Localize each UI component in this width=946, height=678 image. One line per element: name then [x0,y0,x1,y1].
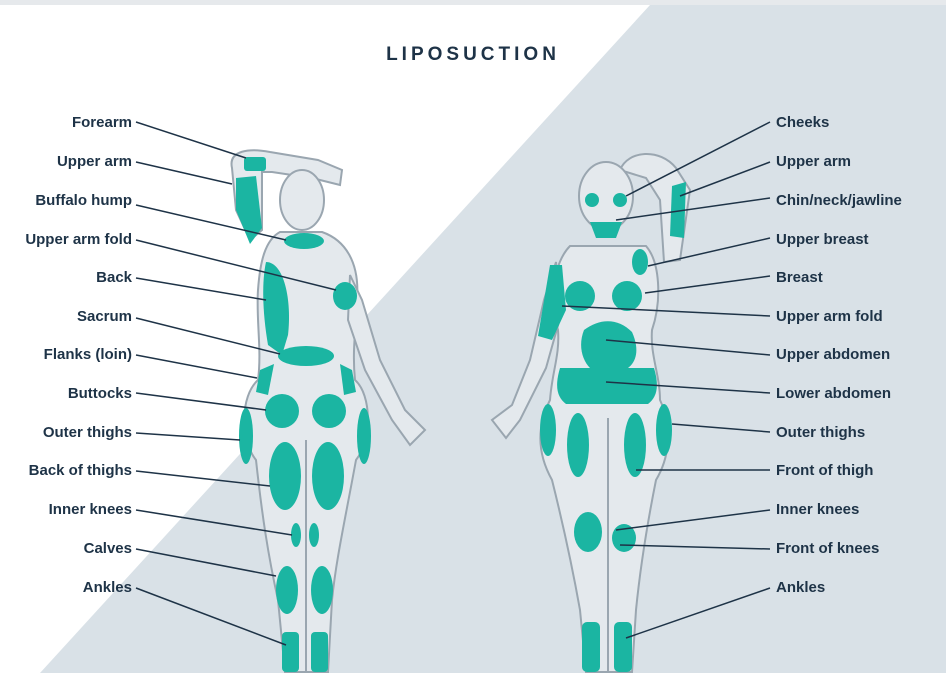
label-back-inner-knees: Inner knees [49,501,132,518]
zone-outer-thigh-right [357,408,371,464]
pointer-forearm [136,122,246,158]
label-sacrum: Sacrum [77,308,132,325]
label-front-ankles: Ankles [776,579,825,596]
label-back-ankles: Ankles [83,579,132,596]
label-front-of-thigh: Front of thigh [776,462,873,479]
zone-calf-left [276,566,298,614]
label-flanks: Flanks (loin) [44,346,132,363]
label-front-upper-arm: Upper arm [776,153,851,170]
label-breast: Breast [776,269,823,286]
label-cheeks: Cheeks [776,114,829,131]
zone-buffalo-hump [284,233,324,249]
label-calves: Calves [84,540,132,557]
zone-front-ankle-left [582,622,600,672]
label-back-upper-arm: Upper arm [57,153,132,170]
top-edge-bar [0,0,946,5]
zone-front-knee-left [574,512,602,552]
pointer-outer-thighs [136,433,240,440]
zone-back-thigh-right [312,442,344,510]
zone-front-outer-thigh-left [540,404,556,456]
label-forearm: Forearm [72,114,132,131]
zone-back-thigh-left [269,442,301,510]
label-chin-neck-jawline: Chin/neck/jawline [776,192,902,209]
label-back-of-thighs: Back of thighs [29,462,132,479]
zone-front-ankle-right [614,622,632,672]
zone-breast-right [612,281,642,311]
zone-sacrum [278,346,334,366]
zone-buttock-right [312,394,346,428]
label-buffalo-hump: Buffalo hump [35,192,132,209]
zone-back-forearm [244,157,266,171]
label-upper-abdomen: Upper abdomen [776,346,890,363]
zone-cheek-left [585,193,599,207]
zone-inner-knee-left [291,523,301,547]
label-front-inner-knees: Inner knees [776,501,859,518]
label-front-outer-thighs: Outer thighs [776,424,865,441]
pointer-back [136,278,266,300]
zone-calf-right [311,566,333,614]
diagonal-background-panel [40,5,946,673]
back-head [280,170,324,230]
zone-front-outer-thigh-right [656,404,672,456]
zone-buttock-left [265,394,299,428]
label-front-upper-arm-fold: Upper arm fold [776,308,883,325]
zone-ankle-left [282,632,299,672]
label-back: Back [96,269,133,286]
zone-front-thigh-left [567,413,589,477]
zone-ankle-right [311,632,328,672]
label-outer-thighs: Outer thighs [43,424,132,441]
pointer-buffalo-hump [136,205,286,240]
pointer-flanks [136,355,257,378]
zone-upper-breast [632,249,648,275]
zone-lower-abdomen [557,368,657,404]
back-view-labels: Forearm Upper arm Buffalo hump Upper arm… [25,114,132,596]
pointer-back-upper-arm [136,162,232,184]
label-front-of-knees: Front of knees [776,540,879,557]
label-lower-abdomen: Lower abdomen [776,385,891,402]
zone-cheek-right [613,193,627,207]
diagram-title: LIPOSUCTION [0,44,946,66]
label-buttocks: Buttocks [68,385,132,402]
label-upper-breast: Upper breast [776,231,869,248]
zone-outer-thigh-left [239,408,253,464]
zone-back-upper-arm-fold [333,282,357,310]
label-back-upper-arm-fold: Upper arm fold [25,231,132,248]
zone-front-thigh-right [624,413,646,477]
zone-inner-knee-right [309,523,319,547]
